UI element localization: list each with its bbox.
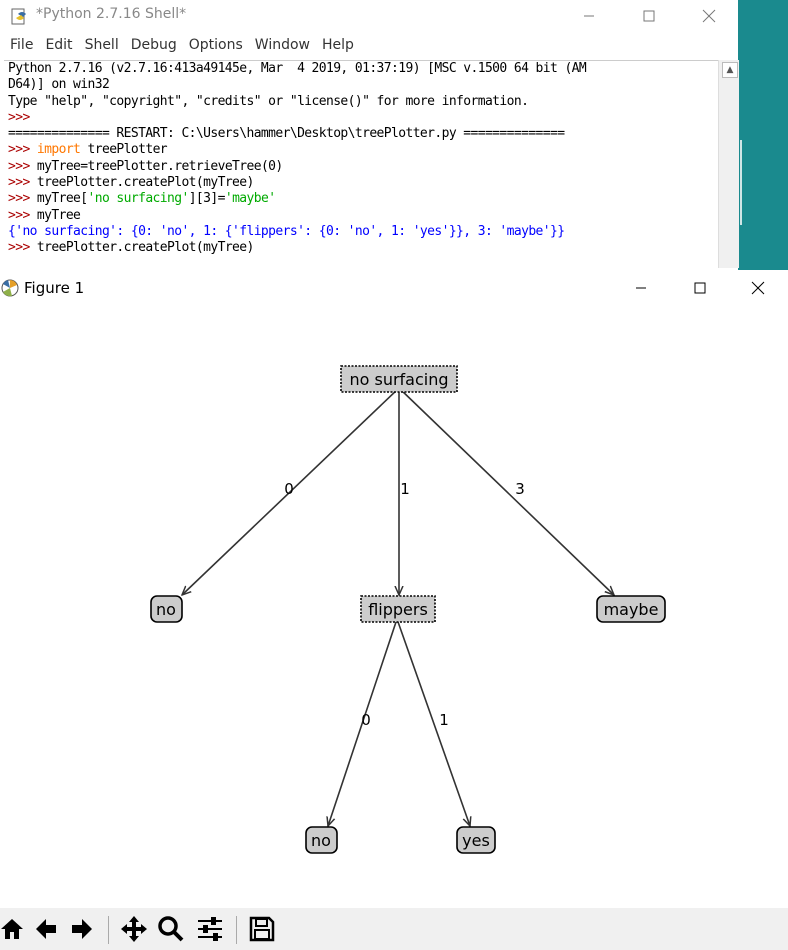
menu-help[interactable]: Help — [322, 37, 354, 53]
node-label-no: no — [156, 600, 176, 619]
minimize-icon — [584, 15, 594, 17]
figure-close-button[interactable] — [735, 270, 781, 306]
shell-menubar: File Edit Shell Debug Options Window Hel… — [0, 32, 738, 58]
shell-line: >>> myTree — [8, 207, 81, 223]
menu-edit[interactable]: Edit — [45, 37, 73, 53]
figure-titlebar[interactable]: Figure 1 — [0, 270, 788, 306]
shell-title: *Python 2.7.16 Shell* — [36, 6, 187, 22]
decision-node-flippers — [360, 595, 436, 623]
home-button[interactable] — [0, 912, 28, 946]
toolbar-separator — [236, 916, 237, 944]
maximize-icon — [694, 282, 706, 294]
shell-line: >>> — [8, 109, 37, 125]
save-button[interactable] — [246, 912, 278, 946]
figure-window: Figure 1 0 1 3 0 1 no surfacing — [0, 270, 788, 950]
figure-title: Figure 1 — [24, 279, 85, 297]
shell-output-line: {'no surfacing': {0: 'no', 1: {'flippers… — [8, 223, 565, 239]
menu-debug[interactable]: Debug — [130, 37, 177, 53]
python-idle-icon — [11, 8, 26, 25]
shell-line: Python 2.7.16 (v2.7.16:413a49145e, Mar 4… — [8, 61, 587, 76]
save-icon — [249, 916, 275, 942]
node-label-maybe: maybe — [604, 600, 659, 619]
back-icon — [36, 919, 56, 939]
shell-text-area[interactable]: Python 2.7.16 (v2.7.16:413a49145e, Mar 4… — [4, 60, 718, 269]
home-icon — [1, 919, 23, 939]
menu-file[interactable]: File — [10, 37, 34, 53]
forward-icon — [72, 919, 92, 939]
tree-plot-canvas[interactable]: 0 1 3 0 1 no surfacing flippers no maybe… — [0, 306, 788, 906]
zoom-button[interactable] — [155, 912, 187, 946]
scroll-up-icon[interactable]: ▲ — [722, 62, 738, 78]
shell-line: >>> myTree['no surfacing'][3]='maybe' — [8, 191, 276, 207]
close-button[interactable] — [686, 0, 732, 32]
pan-button[interactable] — [118, 912, 150, 946]
edge-root-no — [182, 387, 400, 595]
leaf-node-no — [150, 595, 183, 623]
maximize-button[interactable] — [626, 0, 672, 32]
configure-icon — [198, 917, 222, 941]
leaf-node-no-2 — [305, 826, 338, 854]
shell-line: >>> treePlotter.createPlot(myTree) — [8, 175, 254, 191]
figure-maximize-button[interactable] — [677, 270, 723, 306]
shell-line: ============== RESTART: C:\Users\hammer\… — [8, 126, 565, 142]
shell-line: D64)] on win32 — [8, 77, 110, 93]
edge-label: 0 — [361, 711, 371, 729]
leaf-node-maybe — [596, 595, 666, 623]
zoom-icon — [158, 916, 184, 942]
maximize-icon — [643, 10, 655, 22]
edge-flippers-no — [328, 618, 398, 826]
leaf-node-yes — [456, 826, 496, 854]
decision-node-root — [340, 365, 458, 393]
idle-shell-window: *Python 2.7.16 Shell* File Edit Shell De… — [0, 0, 739, 269]
close-icon — [751, 281, 765, 295]
edge-label: 3 — [515, 480, 525, 498]
back-button[interactable] — [30, 912, 62, 946]
edge-label: 0 — [284, 480, 294, 498]
edge-label: 1 — [439, 711, 449, 729]
desktop-divider — [740, 140, 742, 225]
toolbar-separator — [108, 916, 109, 944]
shell-line: >>> import treePlotter — [8, 142, 168, 158]
node-label-no-2: no — [311, 831, 331, 850]
matplotlib-icon — [1, 279, 19, 297]
edge-flippers-yes — [396, 618, 470, 826]
shell-scrollbar[interactable]: ▲ — [718, 60, 739, 268]
desktop-background — [738, 0, 788, 270]
close-icon — [702, 9, 716, 23]
menu-options[interactable]: Options — [188, 37, 243, 53]
menu-window[interactable]: Window — [254, 37, 310, 53]
pan-icon — [121, 916, 147, 942]
node-label-flippers: flippers — [368, 600, 428, 619]
figure-toolbar — [0, 908, 788, 950]
shell-line: Type "help", "copyright", "credits" or "… — [8, 93, 529, 109]
shell-titlebar[interactable]: *Python 2.7.16 Shell* — [0, 0, 738, 32]
configure-button[interactable] — [194, 912, 226, 946]
forward-button[interactable] — [66, 912, 98, 946]
figure-minimize-button[interactable] — [618, 270, 664, 306]
shell-line: >>> myTree=treePlotter.retrieveTree(0) — [8, 158, 283, 174]
menu-shell[interactable]: Shell — [84, 37, 119, 53]
node-label-yes: yes — [462, 831, 490, 850]
minimize-icon — [636, 287, 646, 289]
shell-line: >>> treePlotter.createPlot(myTree) — [8, 240, 254, 256]
edge-label: 1 — [400, 480, 410, 498]
minimize-button[interactable] — [566, 0, 612, 32]
node-label-root: no surfacing — [349, 370, 448, 389]
edge-root-maybe — [398, 387, 614, 595]
